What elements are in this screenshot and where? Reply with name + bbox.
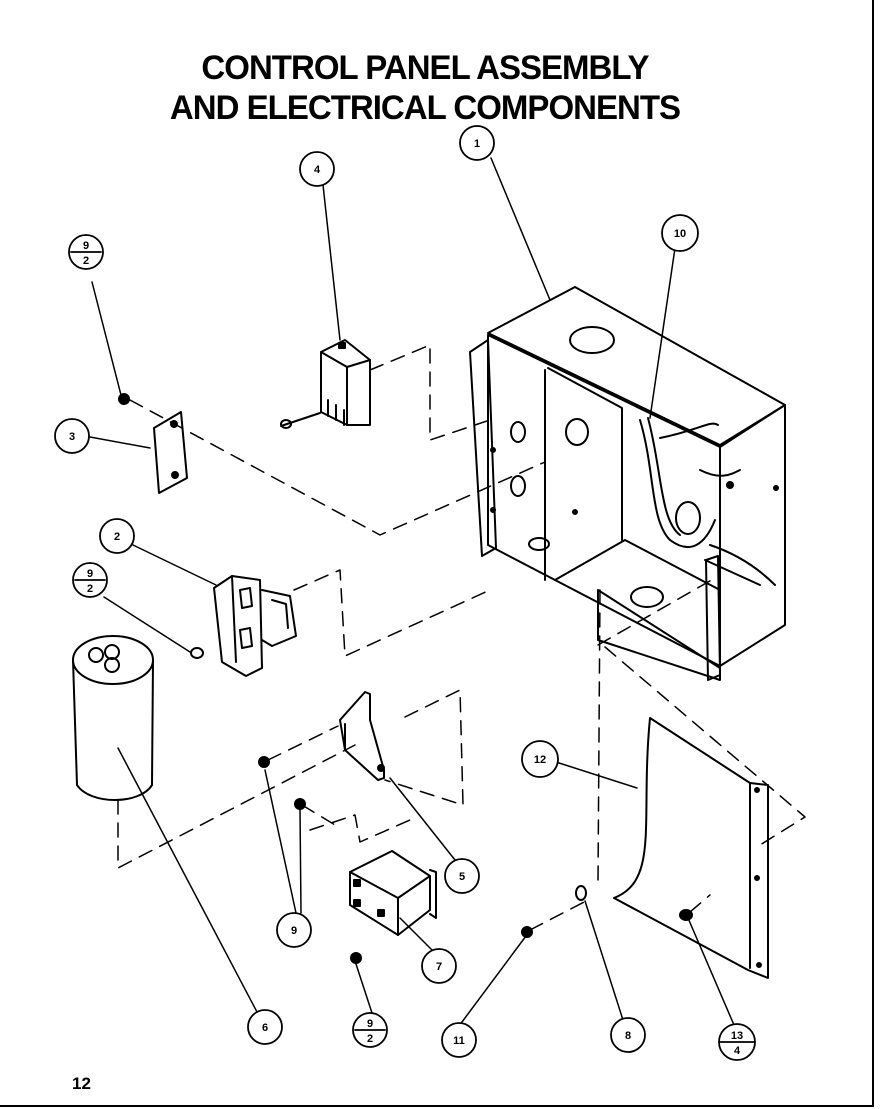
assembly-dashed-lines <box>117 344 806 931</box>
title-line-2: AND ELECTRICAL COMPONENTS <box>169 89 681 127</box>
part-12-cover <box>613 717 769 979</box>
callout-1: 1 <box>459 125 495 161</box>
callout-11-label: 11 <box>453 1035 465 1047</box>
callout-6-label: 6 <box>262 1022 268 1034</box>
part-3-plate <box>118 393 188 494</box>
callout-8-label: 8 <box>625 1030 631 1042</box>
part-7-transformer <box>349 850 437 936</box>
callout-9-2-c-num: 9 <box>367 1018 373 1030</box>
callout-11: 11 <box>441 1022 477 1058</box>
callout-8: 8 <box>610 1017 646 1053</box>
part-2-contactor <box>190 575 297 677</box>
callout-4-label: 4 <box>314 164 321 176</box>
diagram-title: CONTROL PANEL ASSEMBLY AND ELECTRICAL CO… <box>13 48 838 128</box>
callout-3-label: 3 <box>69 431 75 443</box>
callout-5: 5 <box>444 858 480 894</box>
callout-9-2-a-den: 2 <box>83 255 89 267</box>
part-4-relay <box>280 339 371 429</box>
callout-9-2-b-num: 9 <box>87 568 93 580</box>
callout-9-2-b: 9 2 <box>72 562 108 598</box>
callout-12-label: 12 <box>534 754 546 766</box>
callout-13-4-den: 4 <box>734 1045 741 1057</box>
title-line-1: CONTROL PANEL ASSEMBLY <box>201 49 649 87</box>
callout-3: 3 <box>54 418 90 454</box>
page-number: 12 <box>72 1074 91 1093</box>
callout-7-label: 7 <box>436 961 442 973</box>
part-5-bracket <box>339 691 385 781</box>
callout-4: 4 <box>299 151 335 187</box>
callout-9-2-b-den: 2 <box>87 583 93 595</box>
callout-1-label: 1 <box>474 138 480 150</box>
callout-9-2-a: 9 2 <box>68 234 104 270</box>
callout-6: 6 <box>247 1009 283 1045</box>
callout-10: 10 <box>661 214 699 252</box>
leader-lines <box>89 157 735 1027</box>
callout-bubbles: 1 4 10 9 2 3 2 9 2 <box>54 125 756 1061</box>
callout-9-label: 9 <box>291 925 297 937</box>
callout-2-label: 2 <box>114 531 120 543</box>
control-box <box>469 286 786 681</box>
callout-7: 7 <box>421 948 457 984</box>
callout-13-4: 13 4 <box>718 1023 756 1061</box>
callout-2: 2 <box>99 518 135 554</box>
callout-13-4-num: 13 <box>731 1030 743 1042</box>
callout-5-label: 5 <box>459 871 465 883</box>
part-6-capacitor <box>72 635 154 801</box>
callout-9: 9 <box>276 912 312 948</box>
callout-12: 12 <box>521 740 559 778</box>
callout-9-2-c-den: 2 <box>367 1033 373 1045</box>
callout-9-2-c: 9 2 <box>352 1012 388 1048</box>
callout-9-2-a-num: 9 <box>83 240 89 252</box>
screws <box>258 756 693 964</box>
callout-10-label: 10 <box>674 228 686 240</box>
